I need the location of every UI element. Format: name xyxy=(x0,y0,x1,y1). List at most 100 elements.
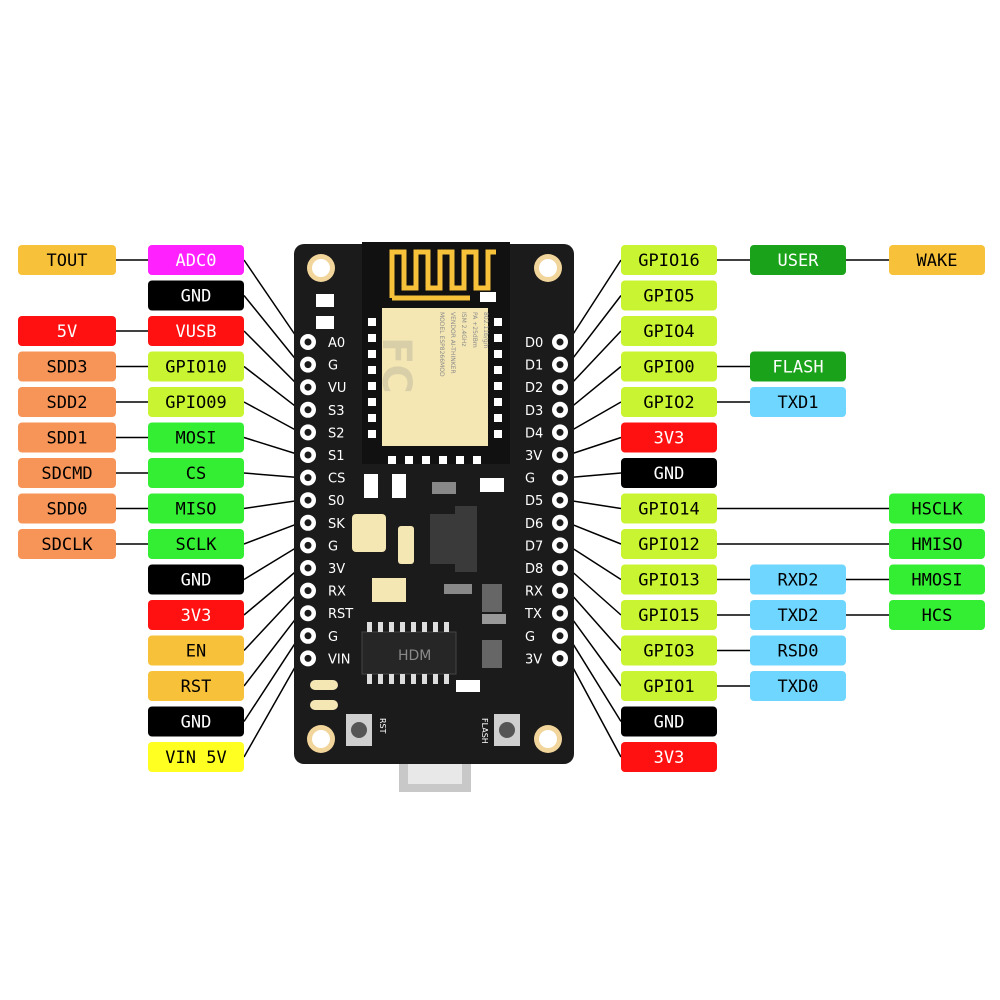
pin-label-box xyxy=(148,564,244,595)
pin-label-box xyxy=(148,458,244,488)
chip-leg xyxy=(422,674,427,684)
pin-label-text: HMISO xyxy=(911,535,962,555)
pin-label-text: USER xyxy=(778,251,820,271)
pin-label-box xyxy=(148,493,244,524)
left-pin-label: S2 xyxy=(328,426,345,441)
module-shield xyxy=(382,308,488,446)
pin-connector xyxy=(243,330,301,388)
pin-label-text: GPIO4 xyxy=(643,322,694,342)
pin-label-text: TXD2 xyxy=(778,606,819,626)
flash-button-cap[interactable] xyxy=(499,722,515,738)
usb-serial-chip xyxy=(361,631,457,675)
right-pin-label: D7 xyxy=(525,539,543,554)
right-pin-center xyxy=(556,338,564,346)
pin-label-box xyxy=(750,600,846,630)
pin-label-text: HMOSI xyxy=(911,571,962,591)
module-text-line: MODEL ESP8266MOD xyxy=(438,312,445,377)
pin-connector xyxy=(567,436,622,456)
mounting-hole xyxy=(539,730,557,748)
module-pad xyxy=(368,430,376,438)
right-pin-label: D3 xyxy=(525,404,543,419)
module-pad xyxy=(368,350,376,358)
pin-connector xyxy=(567,259,622,343)
right-pin-center xyxy=(556,654,564,662)
mounting-hole xyxy=(312,730,330,748)
right-pin-center xyxy=(556,587,564,595)
mounting-hole xyxy=(312,259,330,277)
left-pin-center xyxy=(304,496,312,504)
pin-label-text: 3V3 xyxy=(654,429,685,449)
module-text-line: PA +25dBm xyxy=(471,312,478,348)
left-pin-center xyxy=(304,361,312,369)
pin-label-text: GND xyxy=(181,713,212,733)
pin-connector xyxy=(243,522,301,545)
pin-label-box xyxy=(148,245,244,275)
module-pad xyxy=(439,456,447,464)
pin-label-box xyxy=(889,493,985,524)
pin-connector xyxy=(567,330,622,388)
module-pad xyxy=(494,366,502,374)
pin-label-text: GPIO13 xyxy=(638,571,699,591)
pin-label-box xyxy=(750,671,846,701)
pin-label-text: VIN 5V xyxy=(165,748,226,768)
pin-label-text: TXD1 xyxy=(778,393,819,413)
pin-label-text: SDD3 xyxy=(47,358,88,378)
left-pin-label: G xyxy=(328,630,338,645)
left-pin-label: RX xyxy=(328,585,346,600)
pin-label-box xyxy=(621,564,717,595)
pin-connector xyxy=(243,472,301,479)
left-pin-center xyxy=(304,654,312,662)
pin-label-text: EN xyxy=(186,642,206,662)
pin-label-text: RSD0 xyxy=(778,642,819,662)
pin-connector xyxy=(567,635,622,722)
right-pin-label: TX xyxy=(524,607,542,622)
chip-leg xyxy=(378,622,383,632)
left-pin-center xyxy=(304,383,312,391)
right-pin-label: G xyxy=(525,630,535,645)
pin-label-text: GPIO10 xyxy=(165,358,226,378)
pin-connector xyxy=(243,365,301,411)
pin-label-box xyxy=(621,458,717,488)
pin-connector xyxy=(567,522,622,545)
pin-label-box xyxy=(621,529,717,559)
pin-label-text: GND xyxy=(181,287,212,307)
left-pin-label: G xyxy=(328,359,338,374)
pin-label-text: 3V3 xyxy=(181,606,212,626)
right-pin-center xyxy=(556,383,564,391)
module-pad xyxy=(368,318,376,326)
left-pin-label: S1 xyxy=(328,449,345,464)
led xyxy=(316,294,334,307)
right-pin-label: D8 xyxy=(525,562,543,577)
pin-label-box xyxy=(148,706,244,737)
right-pin-label: 3V xyxy=(525,652,542,667)
micro-usb-port xyxy=(408,762,462,784)
rst-button-label: RST xyxy=(378,718,387,734)
pin-label-box xyxy=(148,635,244,666)
rst-button-cap[interactable] xyxy=(351,722,367,738)
pin-label-text: GPIO09 xyxy=(165,393,226,413)
pin-label-text: WAKE xyxy=(917,251,958,271)
right-pin-label: 3V xyxy=(525,449,542,464)
pin-label-text: GPIO5 xyxy=(643,287,694,307)
pin-label-box xyxy=(148,422,244,453)
pin-label-text: GPIO15 xyxy=(638,606,699,626)
chip-leg xyxy=(444,674,449,684)
module-pad xyxy=(405,456,413,464)
transistor xyxy=(482,584,502,612)
chip-leg xyxy=(389,622,394,632)
left-pin-label: S0 xyxy=(328,494,345,509)
pin-connector xyxy=(567,365,622,411)
pin-connector xyxy=(243,436,301,456)
right-pin-center xyxy=(556,519,564,527)
right-pin-label: D1 xyxy=(525,359,543,374)
pin-connector xyxy=(243,590,301,652)
pin-label-text: GPIO0 xyxy=(643,358,694,378)
resistor xyxy=(482,614,506,624)
jumper-pad xyxy=(310,680,338,690)
chip-leg xyxy=(400,674,405,684)
pin-label-box xyxy=(18,493,116,524)
module-text-line: ISM 2.4GHz xyxy=(460,312,467,347)
pin-label-box xyxy=(621,351,717,382)
